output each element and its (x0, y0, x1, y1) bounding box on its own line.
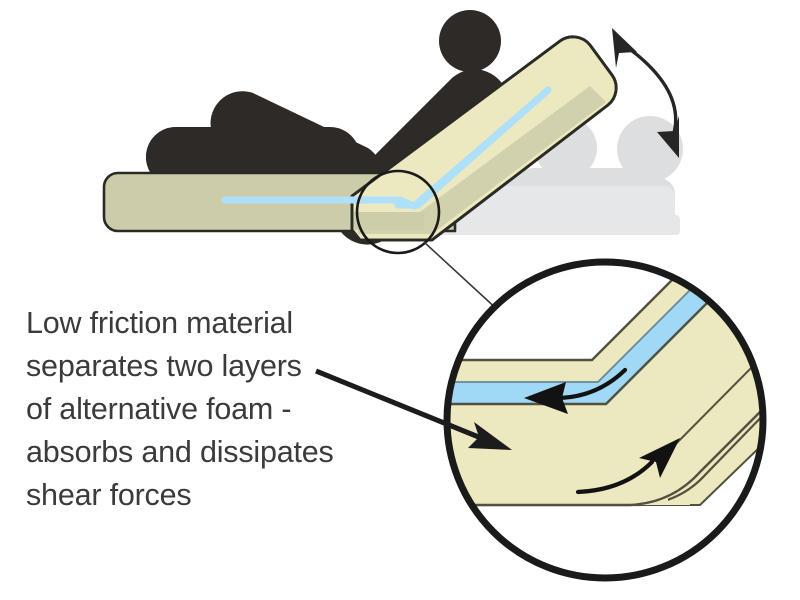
caption-pointer-arrow (315, 368, 512, 450)
caption-line-3: of alternative foam - (26, 392, 291, 426)
shear-arrow-upper-left (524, 367, 628, 414)
caption-line-2: separates two layers (26, 349, 302, 383)
shear-arrow-lower-right (575, 438, 680, 495)
caption-line-1: Low friction material (26, 306, 293, 340)
detail-leader-line (423, 241, 501, 313)
hinge-detail-marker (355, 169, 441, 255)
low-friction-material-caption: Low friction material separates two laye… (26, 306, 334, 512)
caption-line-5: shear forces (26, 478, 191, 512)
caption-line-4: absorbs and dissipates (26, 435, 334, 469)
backrest-tilt-arrow (612, 28, 679, 158)
raised-backrest (226, 35, 618, 242)
magnifier-rim (443, 258, 767, 582)
